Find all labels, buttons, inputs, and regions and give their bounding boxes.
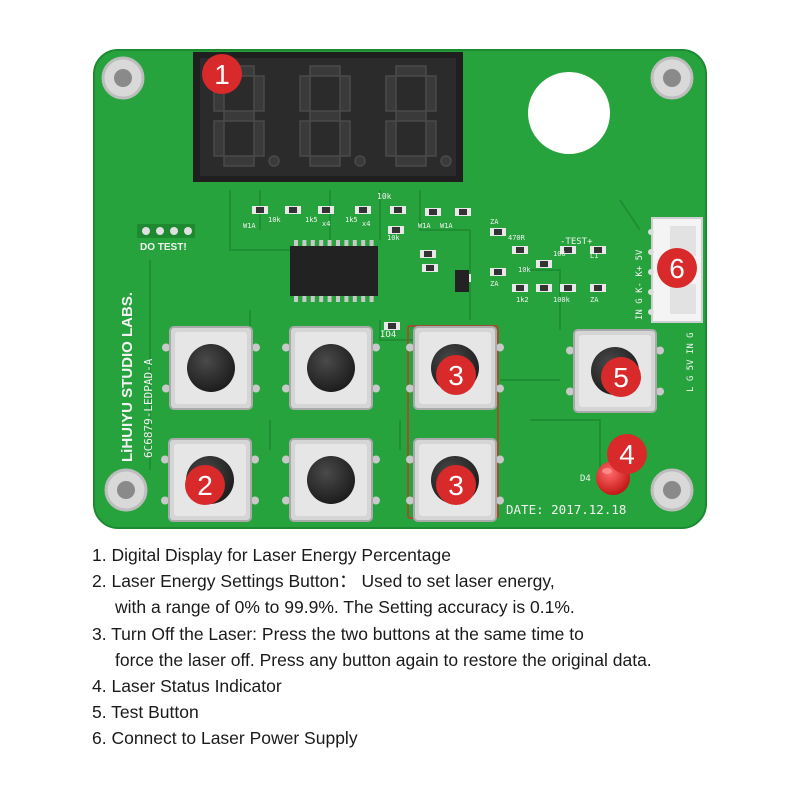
- legend-item-1: 1. Digital Display for Laser Energy Perc…: [92, 542, 652, 568]
- svg-text:1k5: 1k5: [305, 216, 318, 224]
- callout-marker-4: 4: [607, 434, 647, 474]
- callout-marker-1: 1: [202, 54, 242, 94]
- svg-text:10k: 10k: [377, 192, 392, 201]
- display-digit: [385, 65, 452, 167]
- legend-line-continued: with a range of 0% to 99.9%. The Setting…: [115, 597, 575, 618]
- svg-text:10k: 10k: [387, 234, 400, 242]
- callout-marker-5: 5: [601, 357, 641, 397]
- test-label: -TEST+: [560, 237, 593, 247]
- chip-label: IO4: [380, 330, 396, 340]
- svg-text:3: 3: [448, 360, 464, 391]
- svg-text:5: 5: [613, 362, 629, 393]
- legend-line: 4. Laser Status Indicator: [92, 676, 282, 697]
- display-digit: [299, 65, 366, 167]
- mounting-hole-tl: [101, 56, 145, 100]
- callout-marker-6: 6: [657, 248, 697, 288]
- callout-marker-2: 2: [185, 465, 225, 505]
- legend-line: 5. Test Button: [92, 702, 199, 723]
- svg-text:4: 4: [619, 439, 635, 470]
- legend-item-5: 5. Test Button: [92, 699, 652, 725]
- svg-text:1: 1: [214, 59, 230, 90]
- svg-text:x4: x4: [362, 220, 370, 228]
- legend-line: 6. Connect to Laser Power Supply: [92, 728, 358, 749]
- svg-text:x4: x4: [322, 220, 330, 228]
- svg-text:10k: 10k: [518, 266, 531, 274]
- svg-text:1k5: 1k5: [345, 216, 358, 224]
- callout-marker-3: 3: [436, 355, 476, 395]
- board-cutout: [528, 72, 610, 154]
- pcb-traces: [149, 190, 641, 470]
- svg-text:106: 106: [553, 250, 566, 258]
- svg-text:3: 3: [448, 470, 464, 501]
- resistor-labels: 10k 1k5 1k5 10k 10k W1A W1A W1A 470R 10k…: [243, 192, 599, 304]
- legend-line: 3. Turn Off the Laser: Press the two but…: [92, 623, 584, 644]
- legend-item-6: 6. Connect to Laser Power Supply: [92, 725, 652, 751]
- legend-item-2: 2. Laser Energy Settings Button： Used to…: [92, 568, 652, 620]
- mounting-hole-bl: [104, 468, 148, 512]
- svg-text:470R: 470R: [508, 234, 526, 242]
- svg-text:ZA: ZA: [590, 296, 599, 304]
- legend-item-4: 4. Laser Status Indicator: [92, 673, 652, 699]
- indicator-label: D4: [580, 474, 591, 484]
- svg-text:6: 6: [669, 253, 685, 284]
- brand-label: LiHUIYU STUDIO LABS.: [119, 292, 136, 462]
- svg-text:2: 2: [197, 470, 213, 501]
- legend-line: 2. Laser Energy Settings Button： Used to…: [92, 571, 555, 592]
- model-label: 6C6879-LEDPAD-A: [142, 358, 155, 458]
- legend-item-3: 3. Turn Off the Laser: Press the two but…: [92, 621, 652, 673]
- legend-line-continued: force the laser off. Press any button ag…: [115, 649, 652, 670]
- svg-text:1k2: 1k2: [516, 296, 529, 304]
- svg-text:100k: 100k: [553, 296, 571, 304]
- legend-line: 1. Digital Display for Laser Energy Perc…: [92, 545, 451, 565]
- svg-text:L1: L1: [590, 252, 598, 260]
- svg-text:W1A: W1A: [418, 222, 431, 230]
- pcb-board-image: DO TEST! LiHUIYU STUDIO LABS. 6C6879-LED…: [93, 49, 707, 529]
- svg-text:ZA: ZA: [490, 218, 499, 226]
- svg-text:10k: 10k: [268, 216, 281, 224]
- svg-text:W1A: W1A: [243, 222, 256, 230]
- mounting-hole-tr: [650, 56, 694, 100]
- tactile-button-top-1[interactable]: [162, 326, 260, 410]
- smd-components: [252, 206, 606, 330]
- connector-label-bottom: L G 5V IN G: [686, 332, 696, 392]
- header-label: DO TEST!: [140, 242, 187, 253]
- ic-chip: [290, 240, 378, 302]
- tactile-button-bottom-2[interactable]: [282, 438, 380, 522]
- svg-text:ZA: ZA: [490, 280, 499, 288]
- callout-marker-3: 3: [436, 465, 476, 505]
- legend-list: 1. Digital Display for Laser Energy Perc…: [92, 542, 652, 752]
- mounting-hole-br: [650, 468, 694, 512]
- svg-text:W1A: W1A: [440, 222, 453, 230]
- date-label: DATE: 2017.12.18: [506, 502, 626, 517]
- test-header: [137, 224, 195, 238]
- tactile-button-top-2[interactable]: [282, 326, 380, 410]
- connector-label-top: IN G K- K+ 5V: [635, 249, 645, 320]
